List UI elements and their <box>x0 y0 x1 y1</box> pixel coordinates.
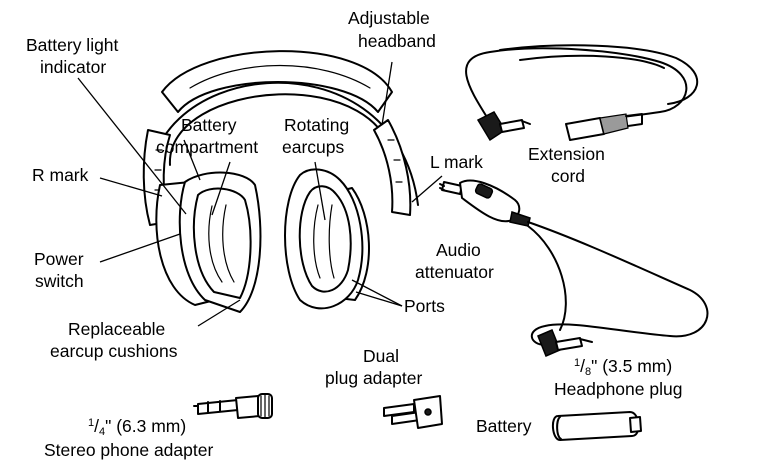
label-extension-cord-2: cord <box>551 166 585 186</box>
label-audio-attenuator-1: Audio <box>436 240 481 260</box>
label-headphone-plug-name: Headphone plug <box>554 379 682 399</box>
right-slider <box>373 119 412 216</box>
right-earcup-cushion <box>178 171 262 313</box>
label-replaceable-cushions-2: earcup cushions <box>50 341 178 361</box>
text-labels: Adjustable headband Battery light indica… <box>26 8 682 460</box>
label-ports: Ports <box>404 296 445 316</box>
label-battery-compartment-1: Battery <box>181 115 237 135</box>
label-battery: Battery <box>476 416 532 436</box>
headband-padding <box>161 50 393 113</box>
label-l-mark: L mark <box>430 152 483 172</box>
stereo-adapter-body <box>235 395 261 419</box>
label-adjustable-headband-2: headband <box>358 31 436 51</box>
label-battery-light-1: Battery light <box>26 35 119 55</box>
label-headphone-plug-size: 1/8" (3.5 mm) <box>574 356 672 378</box>
label-stereo-adapter-name: Stereo phone adapter <box>44 440 213 460</box>
extension-socket <box>565 117 605 141</box>
label-battery-compartment-2: compartment <box>156 137 258 157</box>
label-extension-cord-1: Extension <box>528 144 605 164</box>
attenuator-cable-illustration <box>439 179 709 357</box>
label-dual-plug-2: plug adapter <box>325 368 422 388</box>
label-rotating-earcups-1: Rotating <box>284 115 349 135</box>
headphones-illustration <box>142 50 419 313</box>
label-audio-attenuator-2: attenuator <box>415 262 494 282</box>
attenuator-body <box>459 179 521 223</box>
battery-illustration <box>552 411 642 441</box>
label-battery-light-2: indicator <box>40 57 106 77</box>
label-r-mark: R mark <box>32 165 89 185</box>
label-stereo-adapter-size: 1/4" (6.3 mm) <box>88 416 186 438</box>
leader-lines <box>77 61 443 327</box>
label-adjustable-headband-1: Adjustable <box>348 8 430 28</box>
label-dual-plug-1: Dual <box>363 346 399 366</box>
stereo-adapter-illustration <box>193 393 273 419</box>
label-power-switch-2: switch <box>35 271 84 291</box>
battery-cell <box>552 411 640 441</box>
label-replaceable-cushions-1: Replaceable <box>68 319 165 339</box>
dual-plug-illustration <box>383 395 443 429</box>
label-rotating-earcups-2: earcups <box>282 137 345 157</box>
label-power-switch-1: Power <box>34 249 84 269</box>
extension-cord-illustration <box>465 44 699 142</box>
